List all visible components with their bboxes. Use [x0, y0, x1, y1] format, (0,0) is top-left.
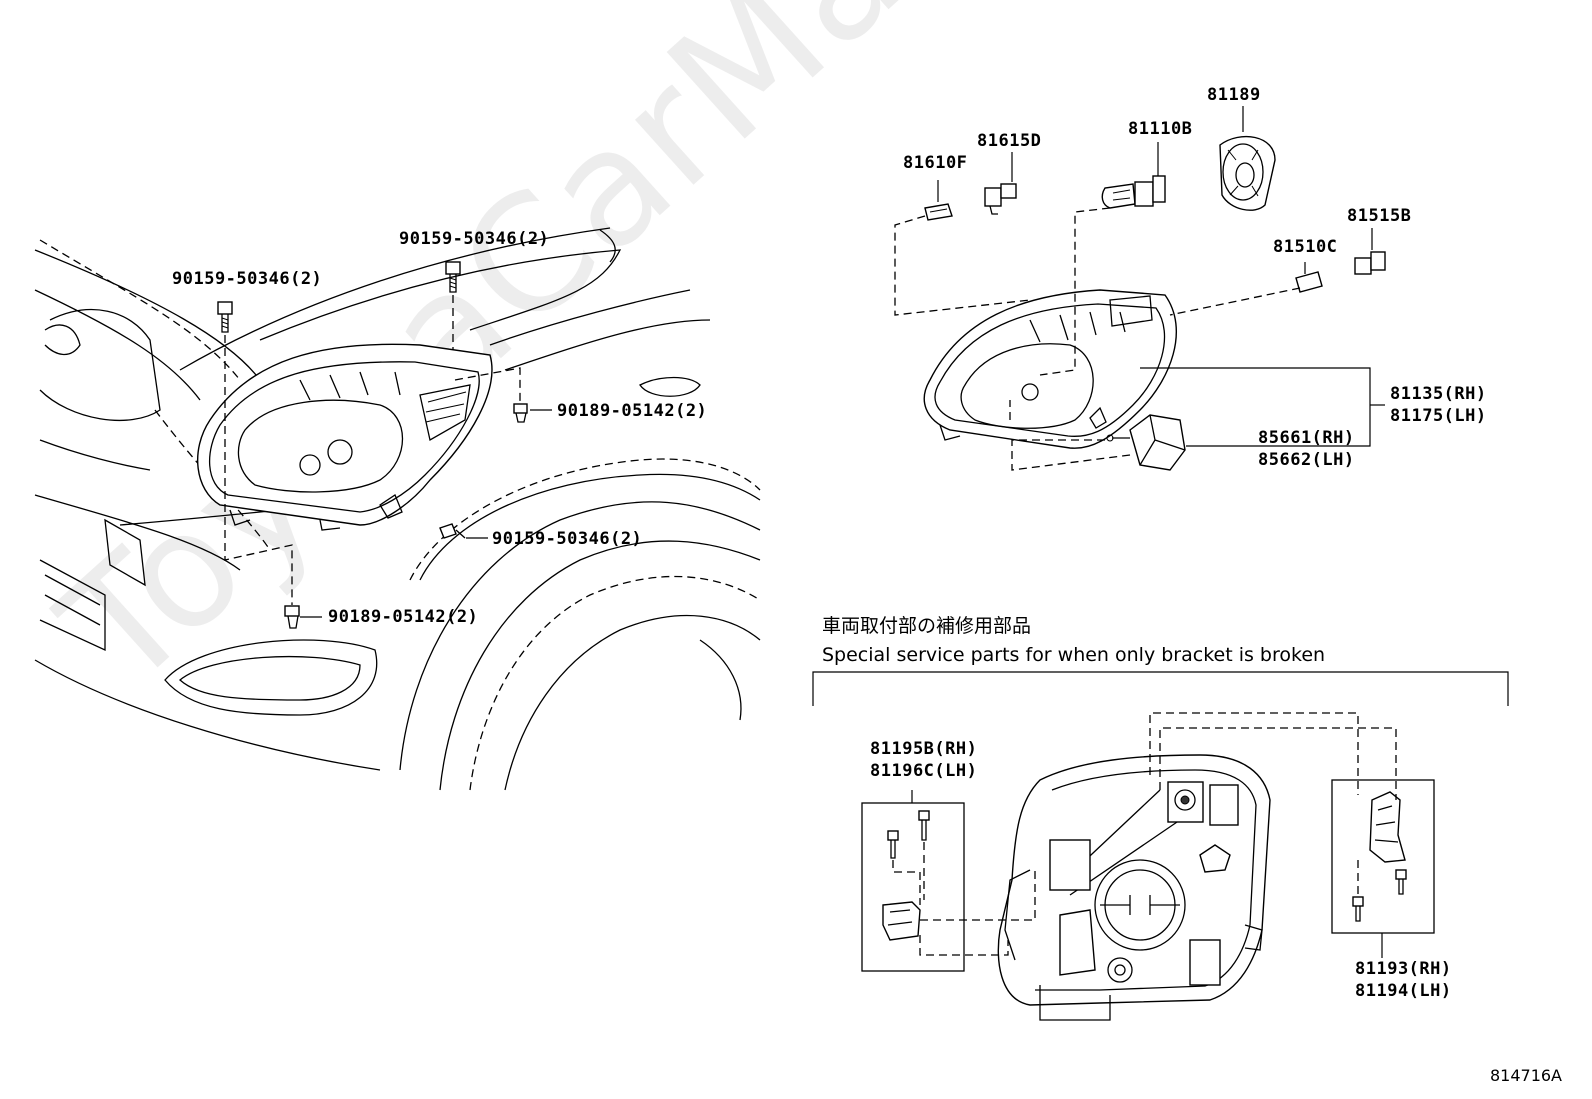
bolt-lower-right [439, 523, 466, 539]
label-81515B: 81515B [1347, 206, 1412, 226]
leveling-motor [1106, 414, 1186, 471]
label-81189: 81189 [1207, 85, 1261, 105]
label-bracket-left-lh: 81196C(LH) [870, 761, 978, 781]
vehicle-body-outline [34, 227, 761, 791]
socket-81515B [1354, 251, 1386, 275]
label-clip-right: 90189-05142(2) [557, 401, 708, 421]
bracket-note-bracket [812, 671, 1509, 706]
right-top-leaders [894, 106, 1385, 471]
label-bolt-lower-right: 90159-50346(2) [492, 529, 643, 549]
bulb-81610F [924, 203, 953, 221]
note-english: Special service parts for when only brac… [822, 644, 1326, 666]
left-dashed-leaders [224, 295, 552, 618]
label-unit-rh: 81135(RH) [1390, 384, 1487, 404]
label-motor-lh: 85662(LH) [1258, 450, 1355, 470]
socket-81615D [984, 183, 1017, 215]
note-japanese: 車両取付部の補修用部品 [822, 615, 1032, 637]
label-bracket-left-rh: 81195B(RH) [870, 739, 978, 759]
clip-right [513, 403, 528, 423]
label-81615D: 81615D [977, 131, 1042, 151]
headlamp-installed-left [197, 343, 493, 531]
label-clip-bottom: 90189-05142(2) [328, 607, 479, 627]
label-bolt-upper-center: 90159-50346(2) [399, 229, 550, 249]
cover-81189 [1219, 135, 1276, 211]
headlamp-unit-exploded [923, 289, 1177, 449]
label-motor-rh: 85661(RH) [1258, 428, 1355, 448]
bulb-81510C [1295, 271, 1323, 293]
label-unit-lh: 81175(LH) [1390, 406, 1487, 426]
label-bolt-upper-left: 90159-50346(2) [172, 269, 323, 289]
clip-bottom [284, 605, 300, 629]
label-81610F: 81610F [903, 153, 968, 173]
bracket-kit-right-box [1149, 712, 1435, 958]
diagram-code: 814716A [1489, 1066, 1562, 1085]
label-bracket-right-lh: 81194(LH) [1355, 981, 1452, 1001]
label-bracket-right-rh: 81193(RH) [1355, 959, 1452, 979]
bolt-upper-center [445, 261, 461, 293]
headlamp-rear-view [997, 754, 1271, 1021]
bulb-81110B [1101, 175, 1166, 209]
bolt-upper-left [217, 301, 233, 333]
label-81510C: 81510C [1273, 237, 1338, 257]
bracket-kit-left-box [861, 790, 1036, 972]
label-81110B: 81110B [1128, 119, 1193, 139]
